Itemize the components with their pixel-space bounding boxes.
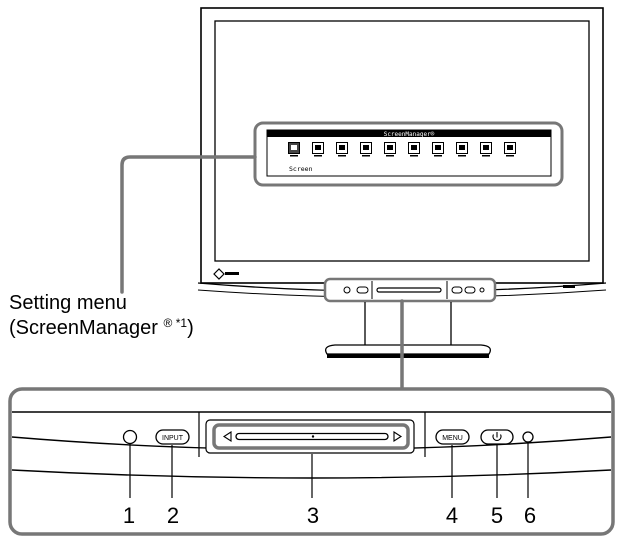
number-2: 2: [167, 503, 179, 528]
number-6: 6: [524, 503, 536, 528]
monitor-control-panel: [323, 277, 497, 303]
brand-logo: [213, 268, 239, 280]
osd-menu-icon: [408, 142, 420, 157]
osd-menu-icon: [336, 142, 348, 157]
monitor-stand: [324, 302, 492, 358]
osd-header-bar: [267, 130, 551, 137]
slider-left-arrow-icon: [222, 430, 232, 443]
osd-menu-icon: [384, 142, 396, 157]
control-panel-detail: INPUT MENU: [8, 387, 615, 536]
callout-leaders: [120, 155, 404, 390]
slider-right-arrow-icon: [393, 430, 403, 443]
number-5: 5: [491, 503, 503, 528]
osd-menu-icon: [288, 142, 300, 157]
leader-setting-menu: [120, 155, 257, 294]
osd-icons: [288, 142, 516, 157]
osd-menu: ScreenManager® Screen: [253, 121, 564, 187]
osd-menu-icon: [360, 142, 372, 157]
osd-header-text: ScreenManager®: [384, 131, 435, 138]
input-button[interactable]: INPUT: [155, 429, 190, 445]
callout-line2-end: ): [187, 317, 194, 339]
callout-line2-sup: ® *1: [164, 316, 188, 330]
power-icon: [492, 432, 502, 441]
power-button[interactable]: [480, 429, 514, 445]
menu-button-label: MENU: [442, 435, 463, 442]
osd-menu-icon: [432, 142, 444, 157]
callout-text: Setting menu (ScreenManager ® *1): [9, 292, 194, 339]
callout-line2-main: (ScreenManager: [9, 317, 164, 339]
power-indicator: [522, 431, 534, 443]
callout-line2: (ScreenManager ® *1): [9, 316, 194, 339]
pointer-lines: [129, 442, 529, 498]
sensor-indicator: [122, 429, 138, 445]
number-3: 3: [307, 503, 319, 528]
input-button-label: INPUT: [162, 435, 184, 442]
osd-menu-icon: [312, 142, 324, 157]
osd-menu-icon: [504, 142, 516, 157]
number-1: 1: [123, 503, 135, 528]
osd-menu-icon: [480, 142, 492, 157]
control-slider[interactable]: [205, 419, 415, 454]
slider-center-dot: [311, 435, 315, 438]
callout-line1: Setting menu: [9, 292, 127, 314]
osd-menu-icon: [456, 142, 468, 157]
osd-selected-label: Screen: [289, 165, 313, 173]
callout-numbers: 1 2 3 4 5 6: [123, 503, 536, 528]
model-badge: [563, 285, 575, 288]
number-4: 4: [446, 503, 458, 528]
menu-button[interactable]: MENU: [435, 429, 470, 445]
